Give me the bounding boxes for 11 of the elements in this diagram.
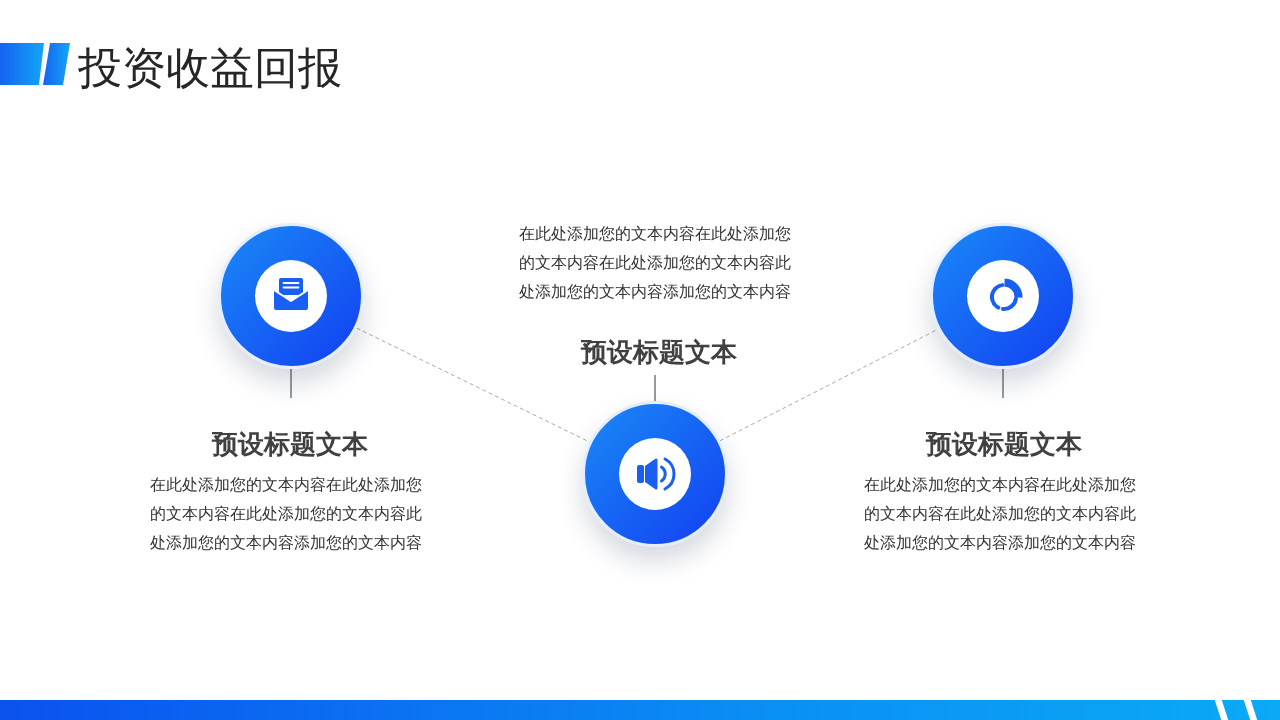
description-text: 在此处添加您的文本内容在此处添加您的文本内容在此处添加您的文本内容此处添加您的文本内容添加您的文本内容	[519, 223, 792, 303]
heading: 预设标题文本	[581, 336, 737, 368]
heading: 预设标题文本	[212, 428, 368, 460]
page-title: 投资收益回报	[78, 44, 342, 92]
dashed-connector-line	[356, 327, 590, 443]
heading: 预设标题文本	[926, 428, 1082, 460]
connector-line	[290, 368, 292, 399]
description-text: 在此处添加您的文本内容在此处添加您的文本内容在此处添加您的文本内容此处添加您的文本内容添加您的文本内容	[864, 474, 1137, 554]
connector-line	[1002, 368, 1004, 399]
description-text: 在此处添加您的文本内容在此处添加您的文本内容在此处添加您的文本内容此处添加您的文本内容添加您的文本内容	[150, 474, 423, 554]
connector-line	[654, 374, 656, 402]
